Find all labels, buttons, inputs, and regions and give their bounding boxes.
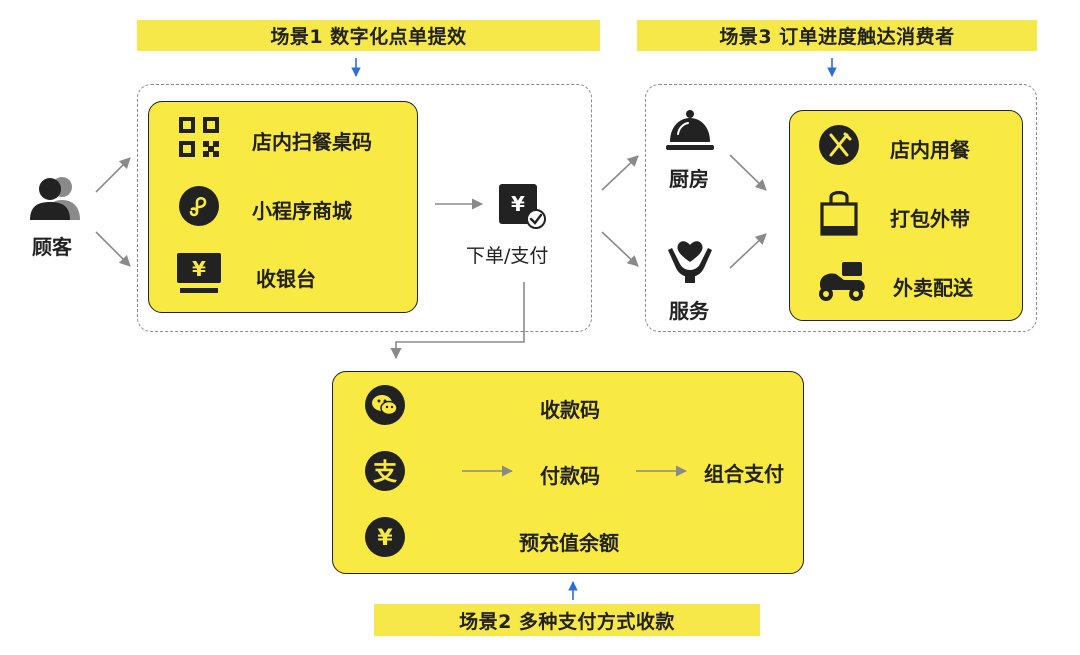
alipay-icon: 支 bbox=[365, 451, 405, 491]
service-icon bbox=[668, 241, 712, 283]
wechat-pay-icon bbox=[365, 385, 405, 425]
kitchen-label: 厨房 bbox=[669, 167, 709, 191]
scene1-banner: 场景1 数字化点单提效 bbox=[137, 20, 600, 51]
scene1-dashed-group bbox=[137, 84, 592, 332]
scene2-payment-box bbox=[332, 371, 804, 574]
scene2-banner: 场景2 多种支付方式收款 bbox=[374, 604, 760, 636]
fulfill-takeaway: 打包外带 bbox=[890, 207, 970, 231]
fulfill-dine-in: 店内用餐 bbox=[890, 138, 970, 162]
svg-text:¥: ¥ bbox=[192, 257, 206, 281]
qr-code-icon bbox=[179, 117, 219, 157]
delivery-scooter-icon bbox=[819, 262, 865, 301]
order-pay-icon: ¥ bbox=[499, 184, 546, 229]
cloche-icon bbox=[666, 110, 714, 150]
scene3-dashed-group bbox=[645, 84, 1037, 332]
svg-text:¥: ¥ bbox=[511, 192, 525, 216]
customer-icon bbox=[30, 177, 80, 220]
payment-collection-code: 收款码 bbox=[540, 398, 600, 422]
order-pay-label: 下单/支付 bbox=[466, 245, 549, 267]
customer-label: 顾客 bbox=[32, 235, 72, 259]
scene3-banner: 场景3 订单进度触达消费者 bbox=[637, 20, 1037, 51]
payment-prepaid-balance: 预充值余额 bbox=[519, 531, 619, 555]
service-label: 服务 bbox=[669, 299, 709, 323]
channel-cashier: 收银台 bbox=[256, 267, 316, 291]
fulfill-delivery: 外卖配送 bbox=[893, 276, 973, 300]
channel-scan-table-code: 店内扫餐桌码 bbox=[252, 130, 372, 154]
channel-mini-program-mall: 小程序商城 bbox=[252, 199, 352, 223]
payment-combined: 组合支付 bbox=[704, 462, 784, 486]
payment-pay-code: 付款码 bbox=[540, 464, 600, 488]
mini-program-icon bbox=[179, 186, 219, 226]
svg-text:支: 支 bbox=[373, 458, 398, 486]
svg-text:¥: ¥ bbox=[377, 526, 393, 551]
prepaid-yuan-icon: ¥ bbox=[365, 517, 405, 557]
dine-in-icon bbox=[819, 125, 859, 165]
takeaway-bag-icon bbox=[820, 190, 858, 236]
cashier-icon: ¥ bbox=[177, 253, 221, 293]
